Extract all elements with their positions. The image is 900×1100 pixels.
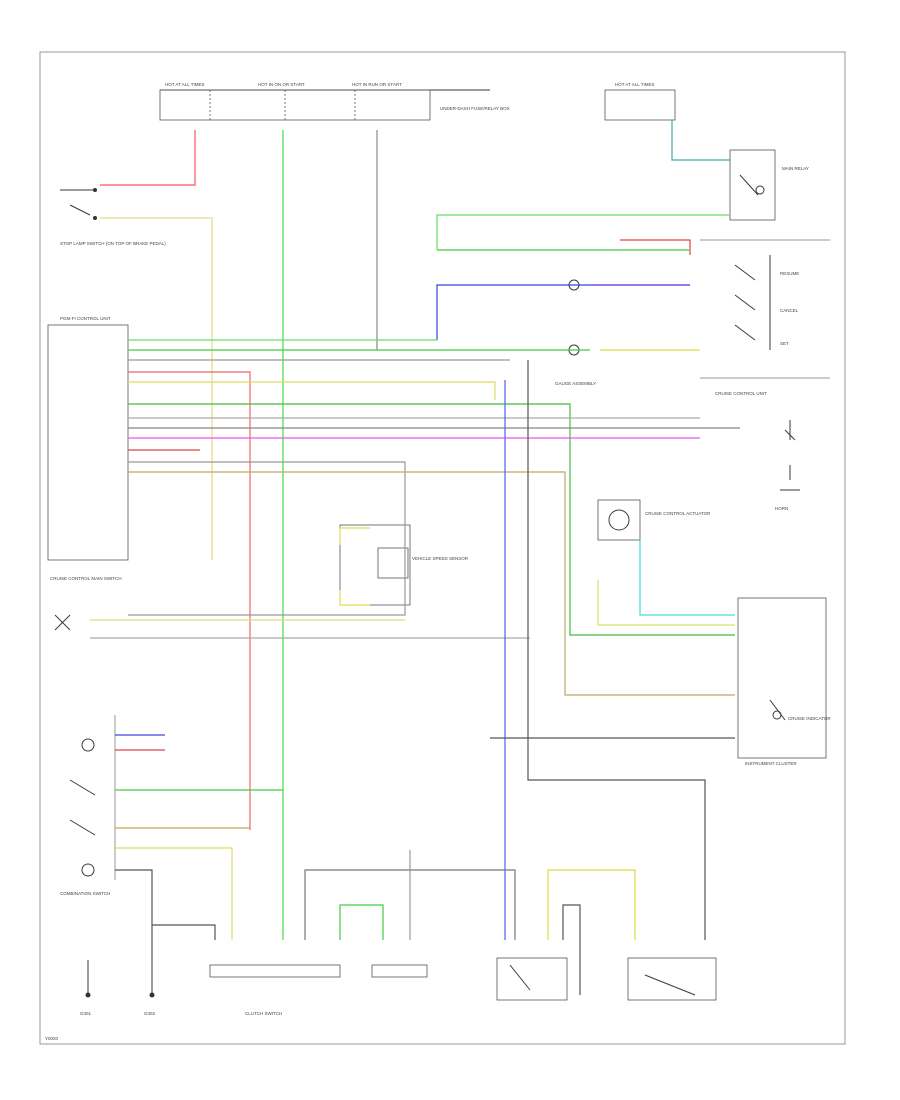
cancel-label: CANCEL [780,308,799,313]
wire-pgm-gray4 [128,461,406,616]
vss-sensor: VEHICLE SPEED SENSOR [339,524,469,606]
fuse-label-hot-always: HOT AT ALL TIMES [165,82,205,87]
wire-trans-yellow [339,527,370,545]
brake-switch-label: STOP LAMP SWITCH (ON TOP OF BRAKE PEDAL) [60,241,166,246]
wire-yellow-act [597,580,735,626]
cluster-label: INSTRUMENT CLUSTER [745,761,797,766]
wire-combo-black [115,869,153,960]
main-switch-label: CRUISE CONTROL MAIN SWITCH [50,576,122,581]
wire-green-top [436,214,730,250]
brake-switch: STOP LAMP SWITCH (ON TOP OF BRAKE PEDAL) [60,188,166,246]
wire-blue-1 [436,284,690,340]
cruise-unit-right: CRUISE CONTROL UNIT [700,239,830,396]
bottom-switch-4 [627,957,717,1001]
wire-pgm-yellow [128,381,496,400]
ground-g2-label: G402 [144,1011,156,1016]
combo-switch-label: COMBINATION SWITCH [60,891,110,896]
ground-g1-label: G401 [80,1011,92,1016]
instrument-cluster: CRUISE INDICATOR INSTRUMENT CLUSTER [737,597,831,766]
wire-cyan [639,540,735,616]
ground-g1: G401 [80,960,92,1016]
fuse-box-top: HOT AT ALL TIMES HOT IN ON OR START HOT … [159,82,510,121]
set-label: SET [780,341,789,346]
wire-bottom-yellow [547,869,636,940]
wire-redgreen [620,239,691,255]
main-relay: MAIN RELAY [729,149,809,221]
bottom-switch-3 [496,957,568,1001]
combo-switch-right: RESUME CANCEL SET [734,255,799,350]
resume-label: RESUME [780,271,799,276]
bottom-connector-2 [371,964,428,978]
bottom-connector-1: CLUTCH SWITCH [209,964,341,1016]
actuator: CRUISE CONTROL ACTUATOR [597,499,711,541]
wire-combo-black2 [152,924,216,940]
fuse-label-right: HOT AT ALL TIMES [615,82,655,87]
clutch-switch-label: CLUTCH SWITCH [245,1011,282,1016]
pgm-fi-unit: PGM-FI CONTROL UNIT [47,316,129,561]
indicator-label: CRUISE INDICATOR [788,716,831,721]
wire-teal [671,120,730,161]
wire-pgm-orange [128,371,251,830]
ground-g2: G402 [144,960,156,1016]
wire-bottom-black [562,904,581,995]
under-dash-box-label: UNDER-DASH FUSE/RELAY BOX [440,106,510,111]
indicator-group: HORN [775,420,800,511]
gauge-assembly: GAUGE ASSEMBLY [555,279,596,386]
cruise-unit-label: CRUISE CONTROL UNIT [715,391,767,396]
wire-bottom-green [339,904,384,940]
wire-combo-yellow [115,847,233,940]
main-switch: CRUISE CONTROL MAIN SWITCH [50,576,122,631]
wire-pgm-green3 [128,403,735,636]
wire-trans-yellow2 [339,590,370,606]
footer-code: Y0020 [45,1036,59,1041]
fuse-label-hot-on: HOT IN ON OR START [258,82,305,87]
wire-black-long [527,360,706,940]
diagram-frame [39,51,846,1045]
gauge-label: GAUGE ASSEMBLY [555,381,596,386]
main-relay-label: MAIN RELAY [782,166,809,171]
actuator-label: CRUISE CONTROL ACTUATOR [645,511,711,516]
pgm-fi-label: PGM-FI CONTROL UNIT [60,316,111,321]
wire-pgm-tan [128,471,735,696]
wire-yellow-1 [100,217,213,560]
fuse-box-right: HOT AT ALL TIMES [604,82,676,121]
combo-switch-left: COMBINATION SWITCH [60,715,116,896]
vss-label: VEHICLE SPEED SENSOR [412,556,469,561]
fuse-label-hot-run: HOT IN RUN OR START [352,82,402,87]
horn-label: HORN [775,506,788,511]
wire-red [100,130,196,186]
